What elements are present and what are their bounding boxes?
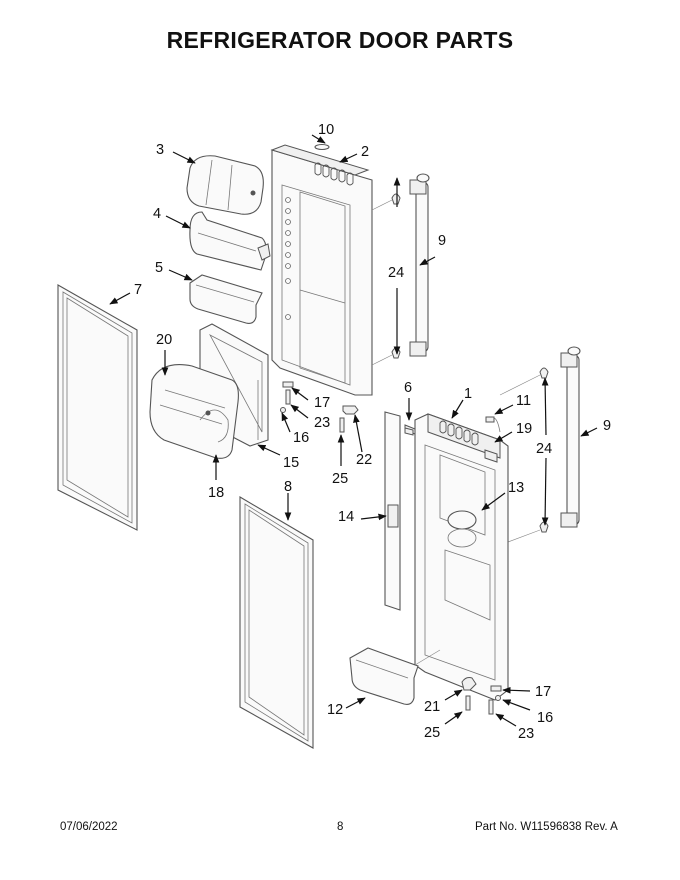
callout-17-upper: 17 (314, 395, 330, 411)
callout-9-lower: 9 (603, 418, 611, 434)
footer-date: 07/06/2022 (60, 821, 118, 833)
callout-25-lower: 25 (424, 725, 440, 741)
door-gasket-7 (57, 284, 138, 531)
callout-17-lower: 17 (535, 684, 551, 700)
callout-6: 6 (404, 380, 412, 396)
callout-23-lower: 23 (518, 726, 534, 742)
callout-24-lower: 24 (536, 441, 552, 457)
page-title: REFRIGERATOR DOOR PARTS (166, 27, 514, 53)
footer-part-number: Part No. W11596838 Rev. A (475, 821, 618, 833)
door-handle-upper-9 (371, 173, 430, 366)
callout-7: 7 (134, 282, 142, 298)
trim-strip-14 (384, 411, 414, 611)
callout-20: 20 (156, 332, 172, 348)
callout-1: 1 (464, 386, 472, 402)
bin-3 (186, 155, 264, 215)
callout-16-lower: 16 (537, 710, 553, 726)
callout-24-upper: 24 (388, 265, 404, 281)
callout-12: 12 (327, 702, 343, 718)
ice-bin-front-20-18 (149, 364, 239, 459)
callout-13: 13 (508, 480, 524, 496)
bin-12 (349, 647, 441, 705)
callout-19: 19 (516, 421, 532, 437)
hinge-hardware-lower (461, 677, 502, 715)
bin-5 (189, 274, 263, 324)
callout-9-upper: 9 (438, 233, 446, 249)
door-gasket-8 (239, 496, 314, 749)
callout-11: 11 (516, 393, 531, 409)
callout-arrows (109, 134, 598, 727)
callout-labels: 10 2 3 4 5 7 20 18 15 17 23 16 22 25 8 2… (134, 122, 611, 742)
callout-25-upper: 25 (332, 471, 348, 487)
footer-page-number: 8 (337, 821, 344, 833)
callout-22: 22 (356, 452, 372, 468)
callout-14: 14 (338, 509, 354, 525)
door-handle-lower-9 (499, 346, 581, 546)
callout-16-upper: 16 (293, 430, 309, 446)
callout-18: 18 (208, 485, 224, 501)
bin-4 (189, 211, 271, 271)
callout-5: 5 (155, 260, 163, 276)
callout-8: 8 (284, 479, 292, 495)
door-liner-1 (404, 413, 509, 701)
callout-15: 15 (283, 455, 299, 471)
callout-10: 10 (318, 122, 334, 138)
hinge-hardware-upper (280, 381, 359, 433)
callout-4: 4 (153, 206, 161, 222)
callout-2: 2 (361, 144, 369, 160)
callout-21: 21 (424, 699, 440, 715)
callout-3: 3 (156, 142, 164, 158)
callout-23-upper: 23 (314, 415, 330, 431)
door-liner-2 (270, 143, 373, 396)
